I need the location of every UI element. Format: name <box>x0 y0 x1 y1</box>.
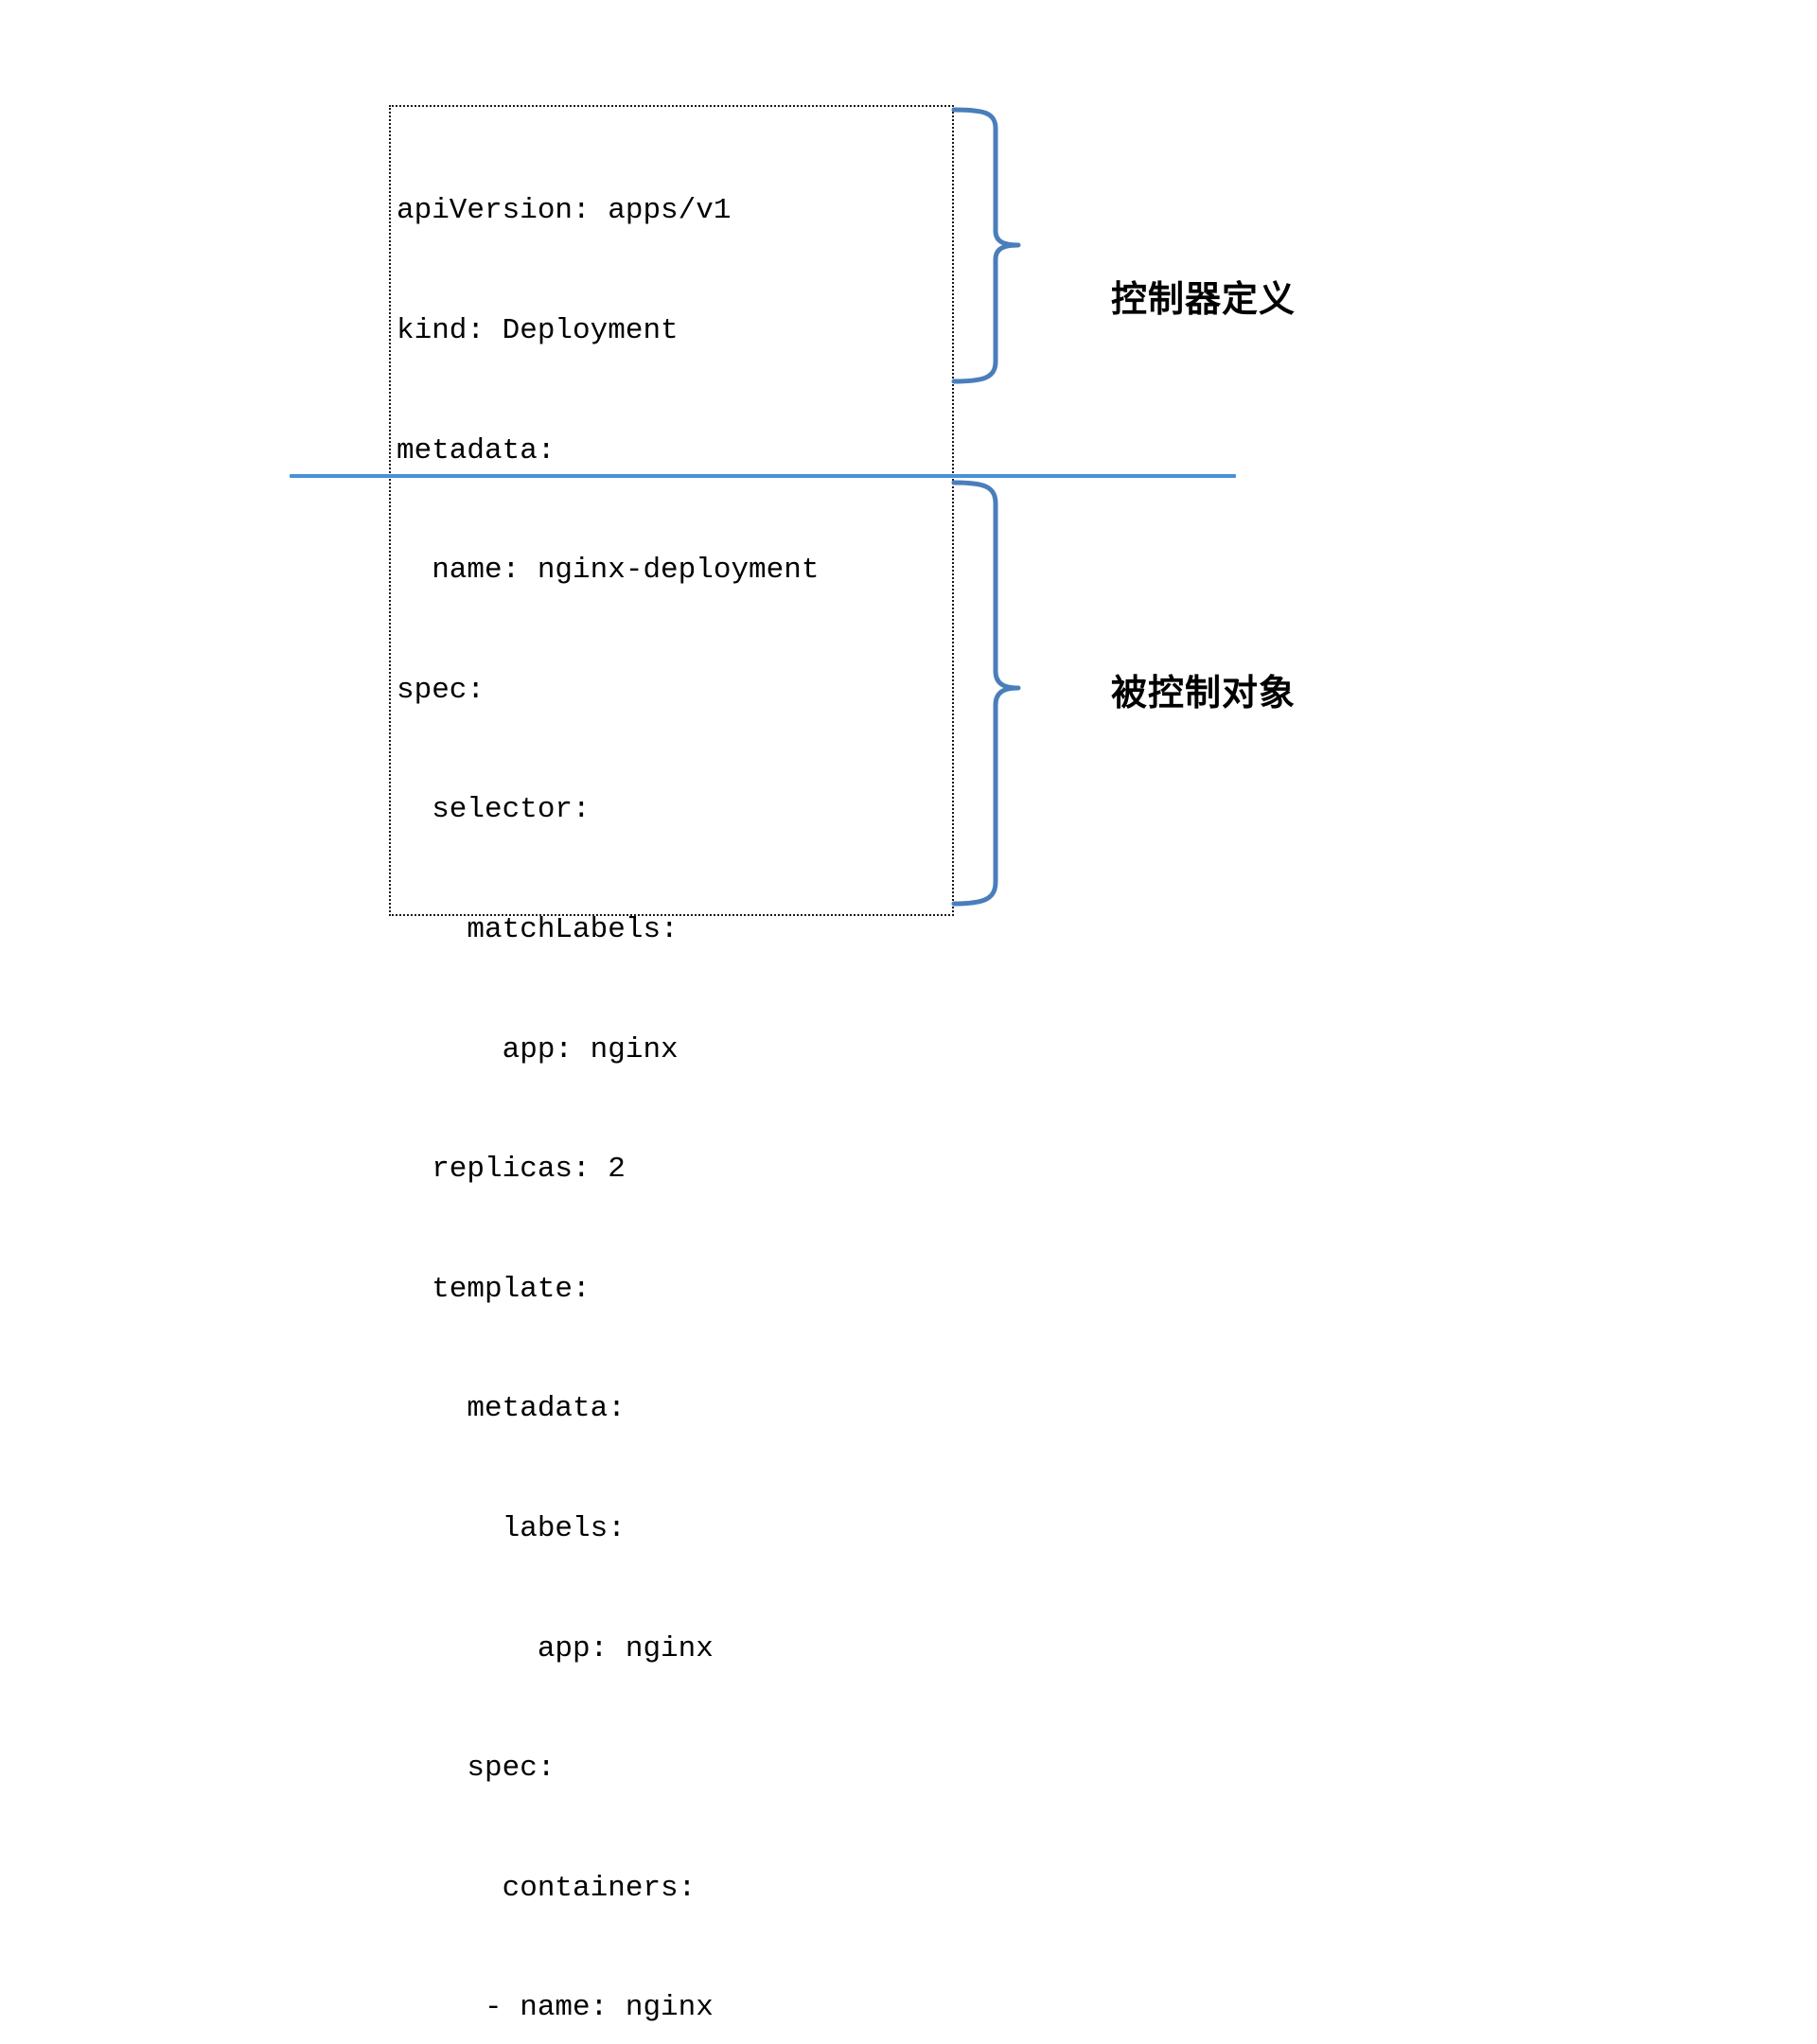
curly-brace-top-icon <box>951 107 1021 384</box>
yaml-line-template-app: app: nginx <box>397 1631 714 1665</box>
yaml-line-template-metadata: metadata: <box>397 1392 626 1426</box>
yaml-line-metadata: metadata: <box>397 433 556 467</box>
yaml-line-selector-app: app: nginx <box>397 1032 679 1066</box>
yaml-line-replicas: replicas: 2 <box>397 1153 626 1187</box>
yaml-line-container-name: - name: nginx <box>397 1991 714 2025</box>
yaml-line-match-labels: matchLabels: <box>397 912 679 946</box>
yaml-line-pod-spec: spec: <box>397 1752 556 1786</box>
yaml-line-api-version: apiVersion: apps/v1 <box>397 194 732 228</box>
yaml-line-spec: spec: <box>397 673 485 707</box>
yaml-line-kind: kind: Deployment <box>397 314 679 347</box>
curly-brace-bottom-icon <box>951 480 1021 907</box>
yaml-code-box <box>389 105 954 916</box>
yaml-line-containers: containers: <box>397 1871 697 1905</box>
yaml-line-template: template: <box>397 1272 591 1306</box>
annotation-controlled-object: 被控制对象 <box>1111 672 1297 714</box>
yaml-line-labels: labels: <box>397 1511 626 1545</box>
yaml-line-selector: selector: <box>397 793 591 827</box>
yaml-code-block: apiVersion: apps/v1 kind: Deployment met… <box>397 112 1078 2044</box>
section-divider-line <box>290 474 1236 478</box>
yaml-line-metadata-name: name: nginx-deployment <box>397 554 820 588</box>
annotation-controller-definition: 控制器定义 <box>1111 278 1297 320</box>
